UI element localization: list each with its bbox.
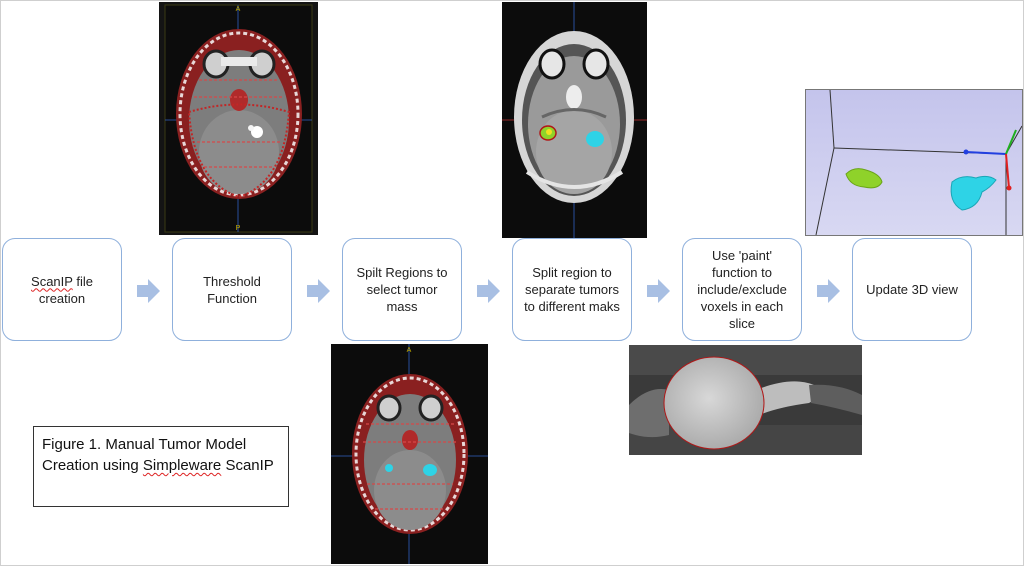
step-scanip-file-creation: ScanIP file creation bbox=[2, 238, 122, 341]
paint-tumor-zoom-image bbox=[629, 345, 862, 455]
step-update-3d-view: Update 3D view bbox=[852, 238, 972, 341]
step-paint-function: Use 'paint' function to include/exclude … bbox=[682, 238, 802, 341]
step-split-region-separate: Split region to separate tumors to diffe… bbox=[512, 238, 632, 341]
step-split-regions: Spilt Regions to select tumor mass bbox=[342, 238, 462, 341]
right-arrow-icon bbox=[647, 279, 670, 303]
step-1-squiggle-text: ScanIP bbox=[31, 273, 73, 289]
svg-text:A: A bbox=[407, 347, 412, 354]
3d-view-image bbox=[805, 89, 1023, 236]
step-threshold-function: Threshold Function bbox=[172, 238, 292, 341]
split-regions-scan-image: A bbox=[331, 344, 488, 564]
caption-squiggle-text: Simpleware bbox=[142, 457, 222, 474]
step-4-text: Split region to separate tumors to diffe… bbox=[524, 265, 620, 314]
threshold-mask-scan-image: P A bbox=[159, 2, 318, 235]
step-5-text: Use 'paint' function to include/exclude … bbox=[697, 248, 787, 331]
caption-text-end: ScanIP bbox=[221, 457, 274, 474]
svg-text:A: A bbox=[236, 6, 241, 13]
step-6-text: Update 3D view bbox=[866, 282, 958, 297]
right-arrow-icon bbox=[137, 279, 160, 303]
caption-text: Figure 1. Manual Tumor Model Creation us… bbox=[42, 436, 247, 474]
step-2-text: Threshold Function bbox=[203, 273, 261, 306]
right-arrow-icon bbox=[307, 279, 330, 303]
figure-caption: Figure 1. Manual Tumor Model Creation us… bbox=[33, 426, 289, 507]
svg-text:P: P bbox=[236, 225, 241, 232]
right-arrow-icon bbox=[817, 279, 840, 303]
split-tumor-scan-image bbox=[502, 2, 647, 238]
step-3-text: Spilt Regions to select tumor mass bbox=[356, 265, 448, 314]
step-1-text: file creation bbox=[38, 273, 93, 306]
right-arrow-icon bbox=[477, 279, 500, 303]
